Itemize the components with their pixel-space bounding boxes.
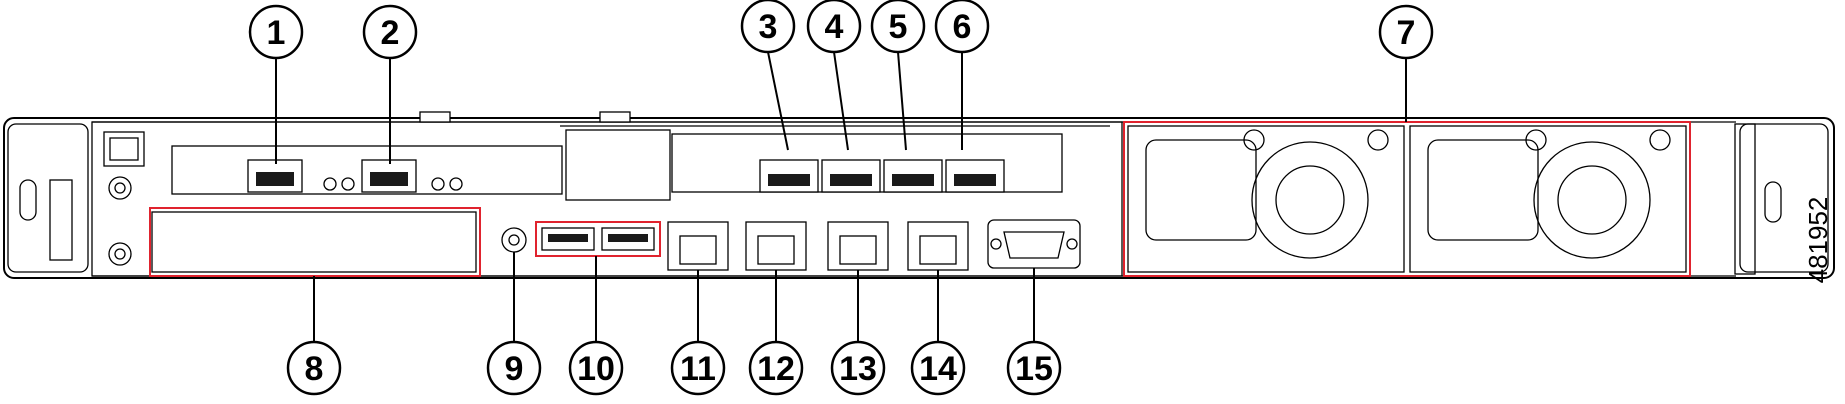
callout-circle — [670, 340, 726, 396]
callout-circle — [870, 0, 926, 54]
callout-15: 15 — [1006, 340, 1062, 396]
callout-label: 1 — [267, 14, 286, 52]
callout-label: 10 — [577, 350, 615, 388]
callout-circle — [806, 0, 862, 54]
callout-label: 3 — [759, 8, 778, 46]
callout-label: 14 — [919, 350, 957, 388]
callout-label: 11 — [680, 350, 716, 388]
callout-label: 13 — [839, 350, 877, 388]
callout-label: 9 — [505, 350, 524, 388]
callout-label: 12 — [757, 350, 795, 388]
vent-honeycomb — [565, 129, 671, 201]
callout-label: 5 — [889, 8, 908, 46]
pcie-slot-2-card — [671, 133, 1063, 193]
callout-circle — [568, 340, 624, 396]
callout-13: 13 — [830, 340, 886, 396]
callout-label: 8 — [305, 350, 324, 388]
callout-11: 11 — [670, 340, 726, 396]
vga-port — [987, 219, 1081, 269]
callout-3: 3 — [740, 0, 796, 54]
rj45-ports — [667, 221, 969, 271]
callout-4: 4 — [806, 0, 862, 54]
callout-circle — [486, 340, 542, 396]
callout-circle — [1006, 340, 1062, 396]
usb-ports — [535, 221, 661, 257]
leader-lines — [275, 51, 1407, 344]
callout-label: 15 — [1015, 350, 1053, 388]
callout-6: 6 — [934, 0, 990, 54]
callout-14: 14 — [910, 340, 966, 396]
callout-8: 8 — [286, 340, 342, 396]
callout-circle — [1378, 4, 1434, 60]
pcie-riser-3-blank — [149, 207, 481, 277]
callout-2: 2 — [362, 4, 418, 60]
figure-id: 481952 — [1803, 197, 1833, 284]
thumbscrews — [103, 131, 145, 266]
callout-7: 7 — [1378, 4, 1434, 60]
callout-12: 12 — [748, 340, 804, 396]
callout-5: 5 — [870, 0, 926, 54]
callout-label: 2 — [381, 14, 400, 52]
callout-label: 7 — [1397, 14, 1416, 52]
callout-circle — [830, 340, 886, 396]
callout-1: 1 — [248, 4, 304, 60]
callout-label: 6 — [953, 8, 972, 46]
callout-circle — [362, 4, 418, 60]
callout-circle — [748, 340, 804, 396]
callout-circle — [934, 0, 990, 54]
callout-circle — [910, 340, 966, 396]
callout-circle — [248, 4, 304, 60]
callout-circle — [740, 0, 796, 54]
callout-circle — [286, 340, 342, 396]
callout-10: 10 — [568, 340, 624, 396]
callout-label: 4 — [825, 8, 844, 46]
callout-9: 9 — [486, 340, 542, 396]
